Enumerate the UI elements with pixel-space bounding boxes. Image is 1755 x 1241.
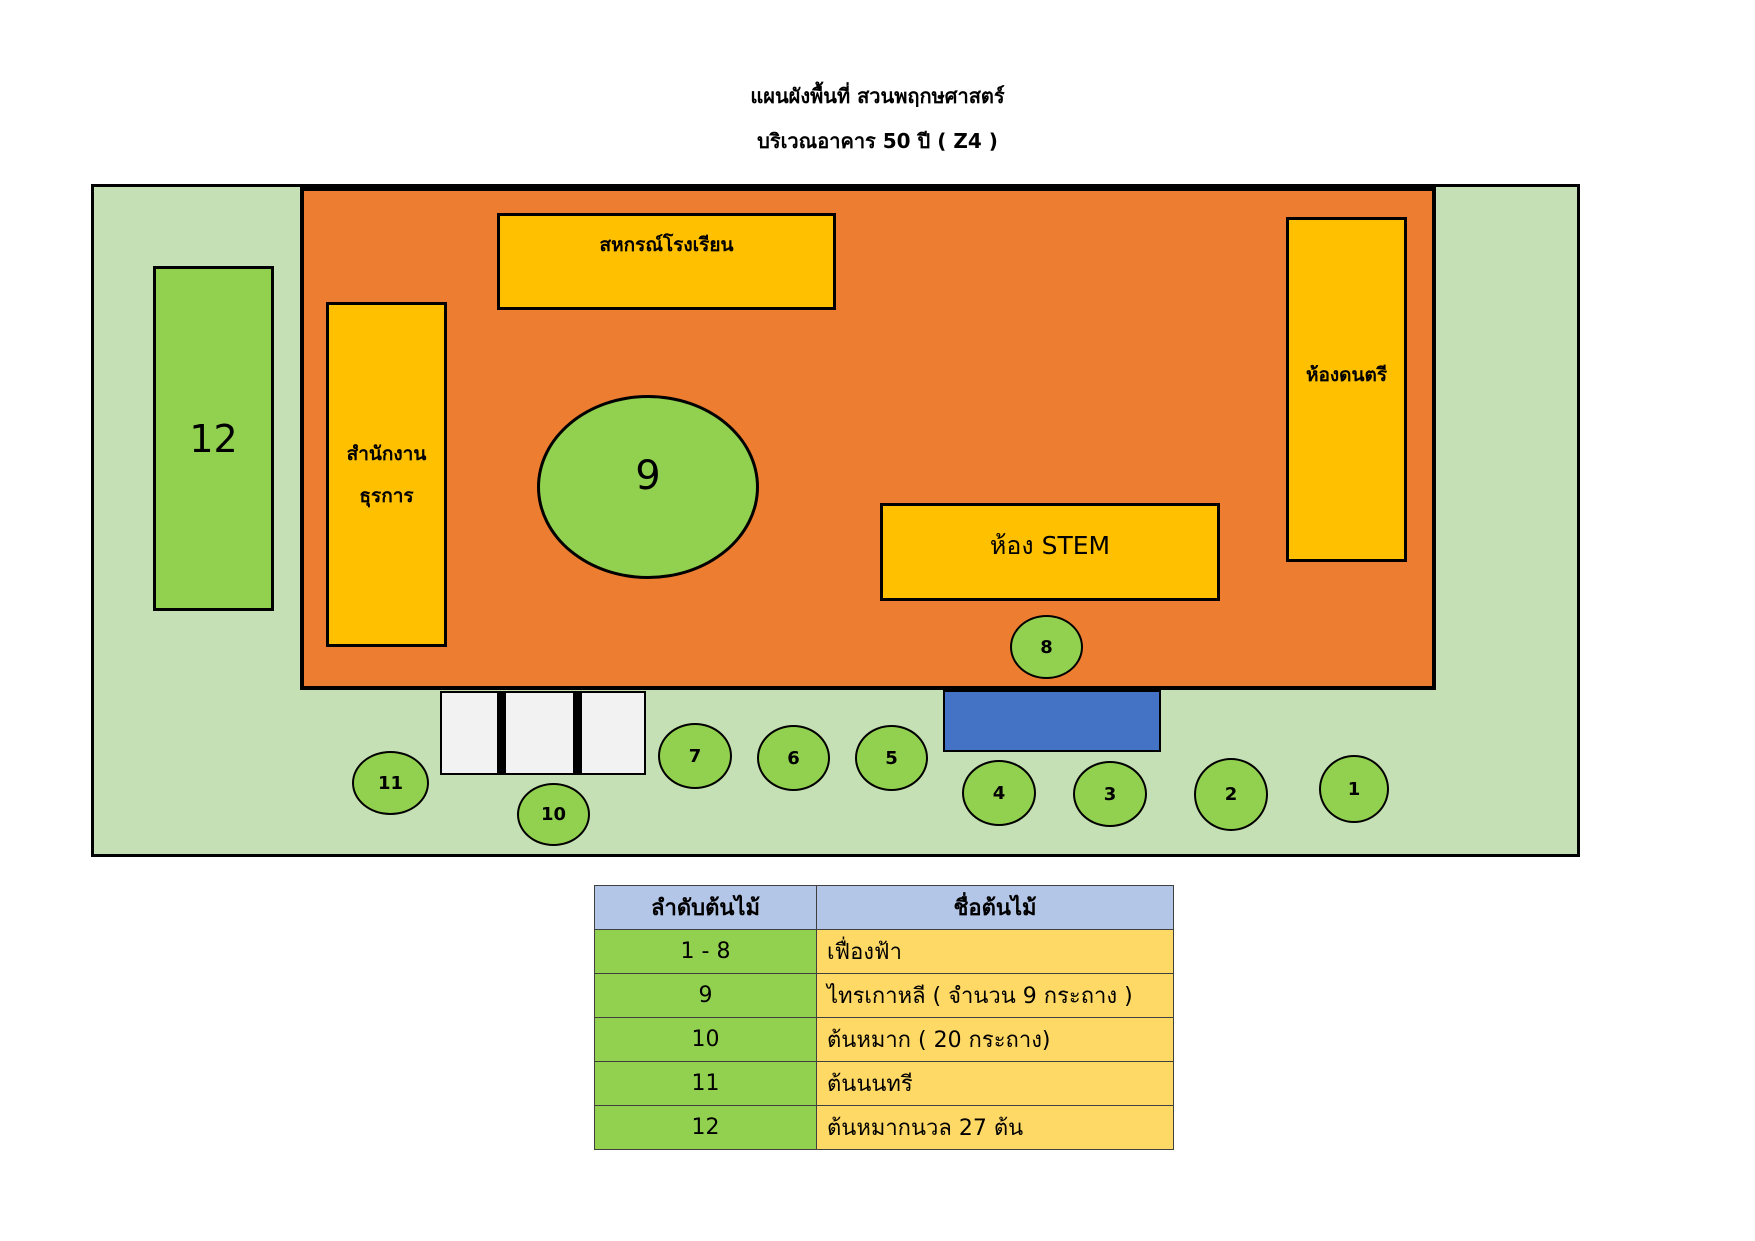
legend-cell-no: 12	[594, 1105, 817, 1150]
legend-cell-name: ต้นหมากนวล 27 ต้น	[816, 1105, 1174, 1150]
plot-9: 9	[537, 395, 759, 579]
tree-8: 8	[1010, 615, 1083, 679]
tree-10-label: 10	[540, 804, 567, 825]
room-music: ห้องดนตรี	[1286, 217, 1407, 562]
tree-1: 1	[1319, 755, 1389, 823]
plot-12-label: 12	[189, 416, 238, 461]
pond	[943, 690, 1161, 752]
plot-9-label: 9	[635, 453, 661, 499]
legend-cell-no: 9	[594, 973, 817, 1018]
bench-divider	[497, 691, 506, 775]
tree-4-label: 4	[992, 782, 1006, 804]
tree-10: 10	[517, 783, 590, 846]
table-row: 9 ไทรเกาหลี ( จำนวน 9 กระถาง )	[594, 973, 1174, 1018]
page-subtitle: บริเวณอาคาร 50 ปี ( Z4 )	[757, 129, 998, 153]
tree-2: 2	[1194, 758, 1268, 831]
tree-11-label: 11	[377, 772, 404, 794]
room-stem-label: ห้อง STEM	[989, 531, 1111, 560]
plot-12: 12	[153, 266, 274, 611]
legend-table: ลำดับต้นไม้ ชื่อต้นไม้ 1 - 8 เฟื่องฟ้า 9…	[594, 885, 1174, 1150]
tree-6: 6	[757, 725, 830, 791]
tree-7-label: 7	[688, 745, 702, 767]
bench-divider	[573, 691, 582, 775]
tree-3: 3	[1073, 761, 1147, 827]
legend-cell-no: 10	[594, 1017, 817, 1062]
tree-7: 7	[658, 723, 732, 789]
legend-cell-name: ต้นหมาก ( 20 กระถาง)	[816, 1017, 1174, 1062]
legend-cell-name: เฟื่องฟ้า	[816, 929, 1174, 974]
room-cooperative-label: สหกรณ์โรงเรียน	[599, 234, 734, 256]
room-cooperative: สหกรณ์โรงเรียน	[497, 213, 836, 310]
room-office: สำนักงาน ธุรการ	[326, 302, 447, 647]
tree-5-label: 5	[885, 747, 898, 769]
tree-4: 4	[962, 760, 1036, 826]
room-office-label-2: ธุรการ	[359, 484, 414, 507]
tree-1-label: 1	[1347, 778, 1361, 800]
tree-8-label: 8	[1040, 636, 1053, 658]
tree-3-label: 3	[1103, 783, 1117, 805]
room-music-label: ห้องดนตรี	[1305, 364, 1388, 386]
table-row: 12 ต้นหมากนวล 27 ต้น	[594, 1105, 1174, 1150]
tree-11: 11	[352, 751, 429, 815]
legend-cell-name: ต้นนนทรี	[816, 1061, 1174, 1106]
legend-header-no: ลำดับต้นไม้	[594, 885, 817, 930]
tree-5: 5	[855, 725, 928, 791]
table-row: 10 ต้นหมาก ( 20 กระถาง)	[594, 1017, 1174, 1062]
room-office-label-1: สำนักงาน	[346, 442, 427, 465]
page-title: แผนผังพื้นที่ สวนพฤกษศาสตร์	[750, 84, 1005, 108]
legend-cell-name: ไทรเกาหลี ( จำนวน 9 กระถาง )	[816, 973, 1174, 1018]
room-stem: ห้อง STEM	[880, 503, 1220, 601]
legend-header-name: ชื่อต้นไม้	[816, 885, 1174, 930]
tree-6-label: 6	[787, 747, 800, 769]
table-row: 11 ต้นนนทรี	[594, 1061, 1174, 1106]
bench-block	[440, 691, 646, 775]
tree-2-label: 2	[1224, 784, 1238, 805]
legend-header-row: ลำดับต้นไม้ ชื่อต้นไม้	[594, 885, 1174, 930]
legend-cell-no: 11	[594, 1061, 817, 1106]
legend-cell-no: 1 - 8	[594, 929, 817, 974]
building-area	[300, 187, 1436, 690]
table-row: 1 - 8 เฟื่องฟ้า	[594, 929, 1174, 974]
